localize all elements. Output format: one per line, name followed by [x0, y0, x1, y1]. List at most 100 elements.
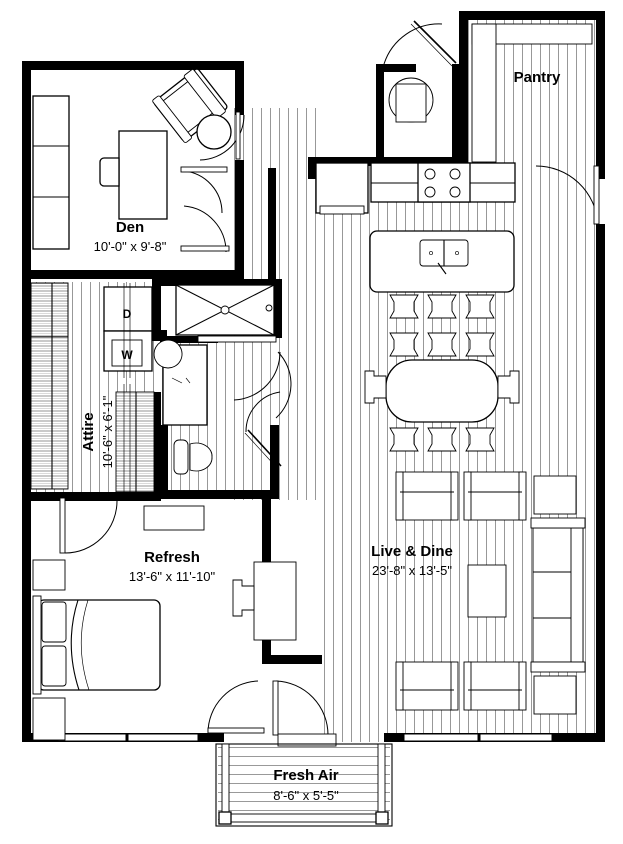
den-ottoman — [196, 114, 232, 150]
living-armchair-2 — [463, 471, 527, 521]
hall-door-swing — [233, 351, 281, 401]
refresh-living-door-panel — [207, 727, 265, 734]
balcony-rail-bottom — [221, 813, 386, 823]
wall-entry-right-stub — [452, 64, 460, 160]
wall-pantry-left — [459, 11, 468, 166]
label-den-name: Den — [116, 219, 144, 236]
wall-kitchen-left — [308, 157, 317, 179]
pantry-door-panel — [593, 165, 600, 225]
wall-entry-top — [376, 64, 416, 72]
wall-pantry-top — [459, 11, 605, 20]
label-live-dine-name: Live & Dine — [371, 543, 453, 560]
window-refresh-1 — [57, 733, 127, 742]
wall-attire-right — [152, 392, 161, 501]
bath-door-panel-1 — [247, 429, 282, 467]
wall-bath-divider — [160, 336, 218, 343]
wall-entry-left — [376, 64, 384, 160]
window-refresh-2 — [127, 733, 199, 742]
bed-coverlet — [70, 599, 80, 691]
refrigerator-base — [319, 205, 365, 215]
den-desk — [118, 130, 168, 220]
dresser — [143, 505, 205, 531]
sofa — [530, 517, 586, 673]
bar-stools — [389, 294, 495, 319]
balcony-threshold — [277, 733, 337, 747]
coffee-table — [467, 564, 507, 618]
den-doors — [180, 111, 245, 253]
toilet-tank — [173, 439, 189, 475]
wall-bath-right-lower — [270, 425, 279, 499]
balcony-doors — [272, 680, 337, 747]
entry-chair — [395, 83, 427, 123]
door-den-upper-panel — [235, 111, 241, 160]
shower-drain — [220, 305, 230, 315]
side-table-bottom — [533, 675, 577, 715]
fresh-air-floor — [218, 747, 390, 825]
vanity-sink-basin — [153, 339, 183, 369]
wall-bottom-balcony-right — [384, 733, 398, 742]
den-desk-chair — [99, 157, 120, 187]
refresh-living-door-swing — [207, 680, 259, 734]
wall-den-left — [22, 61, 31, 277]
entry-door-panel — [413, 20, 457, 64]
attire-shelving — [30, 282, 155, 496]
wall-left-exterior — [22, 279, 31, 742]
pantry-shelf-left — [471, 23, 497, 163]
bathroom — [153, 284, 292, 475]
hall-doors — [233, 351, 281, 401]
wall-kitchen-top — [308, 157, 466, 166]
label-attire-dim: 10'-6" x 6'-1" — [100, 395, 115, 468]
label-attire-name: Attire — [80, 412, 97, 451]
wall-bath-right — [274, 286, 282, 338]
wall-laundry-right — [152, 279, 161, 341]
wall-pantry-right — [596, 11, 605, 179]
den-bookshelf — [32, 95, 70, 250]
washer-door — [111, 339, 143, 367]
wall-den-right-upper — [235, 61, 244, 115]
pantry-shelving — [471, 23, 593, 163]
bed-headboard — [32, 595, 42, 695]
bath-door-swing-2 — [275, 351, 292, 419]
wall-bath-bottom — [160, 490, 278, 499]
label-fresh-air-name: Fresh Air — [273, 767, 338, 784]
living-armchair-3 — [395, 661, 459, 711]
toilet-bowl — [189, 442, 213, 472]
wall-den-right-lower — [235, 160, 244, 277]
wall-den-bottom — [22, 270, 244, 279]
wall-bath-left-upper — [160, 330, 167, 340]
attire-shelf-right — [115, 391, 155, 493]
entry-door-swing — [383, 23, 443, 65]
living-area — [395, 471, 586, 715]
dryer-unit — [103, 286, 153, 332]
balcony-post-left — [218, 811, 232, 825]
kitchen — [315, 162, 516, 319]
bed-pillow-2 — [41, 645, 67, 687]
label-den-dim: 10'-0" x 9'-8" — [94, 239, 167, 254]
den-furniture — [32, 68, 232, 250]
burner-1 — [424, 168, 436, 180]
balcony-post-right — [375, 811, 389, 825]
door-den-lower2-panel — [180, 245, 230, 252]
wall-refresh-right-lower — [262, 655, 322, 664]
burner-3 — [424, 186, 436, 198]
bed-pillow-1 — [41, 601, 67, 643]
balcony-door-swing — [275, 680, 329, 736]
fresh-air-railing — [215, 743, 393, 827]
washer-letter: W — [121, 348, 133, 362]
attire-shelf-left-lower — [30, 336, 69, 490]
wall-bottom-balcony-left — [212, 733, 224, 742]
nightstand-bottom — [32, 697, 66, 741]
bedroom-accent-chair — [232, 579, 255, 617]
side-table-top — [533, 475, 577, 515]
den-armchair — [152, 68, 228, 143]
dining-chairs-top — [389, 332, 495, 357]
nightstand-top — [32, 559, 66, 591]
dryer-letter: D — [123, 307, 132, 321]
wall-bath-toilet-left — [160, 425, 168, 497]
entry-area — [383, 20, 463, 123]
label-live-dine-dim: 23'-8" x 13'-5" — [372, 563, 452, 578]
door-den-lower-panel — [180, 166, 228, 173]
label-fresh-air-dim: 8'-6" x 5'-5" — [273, 788, 339, 803]
